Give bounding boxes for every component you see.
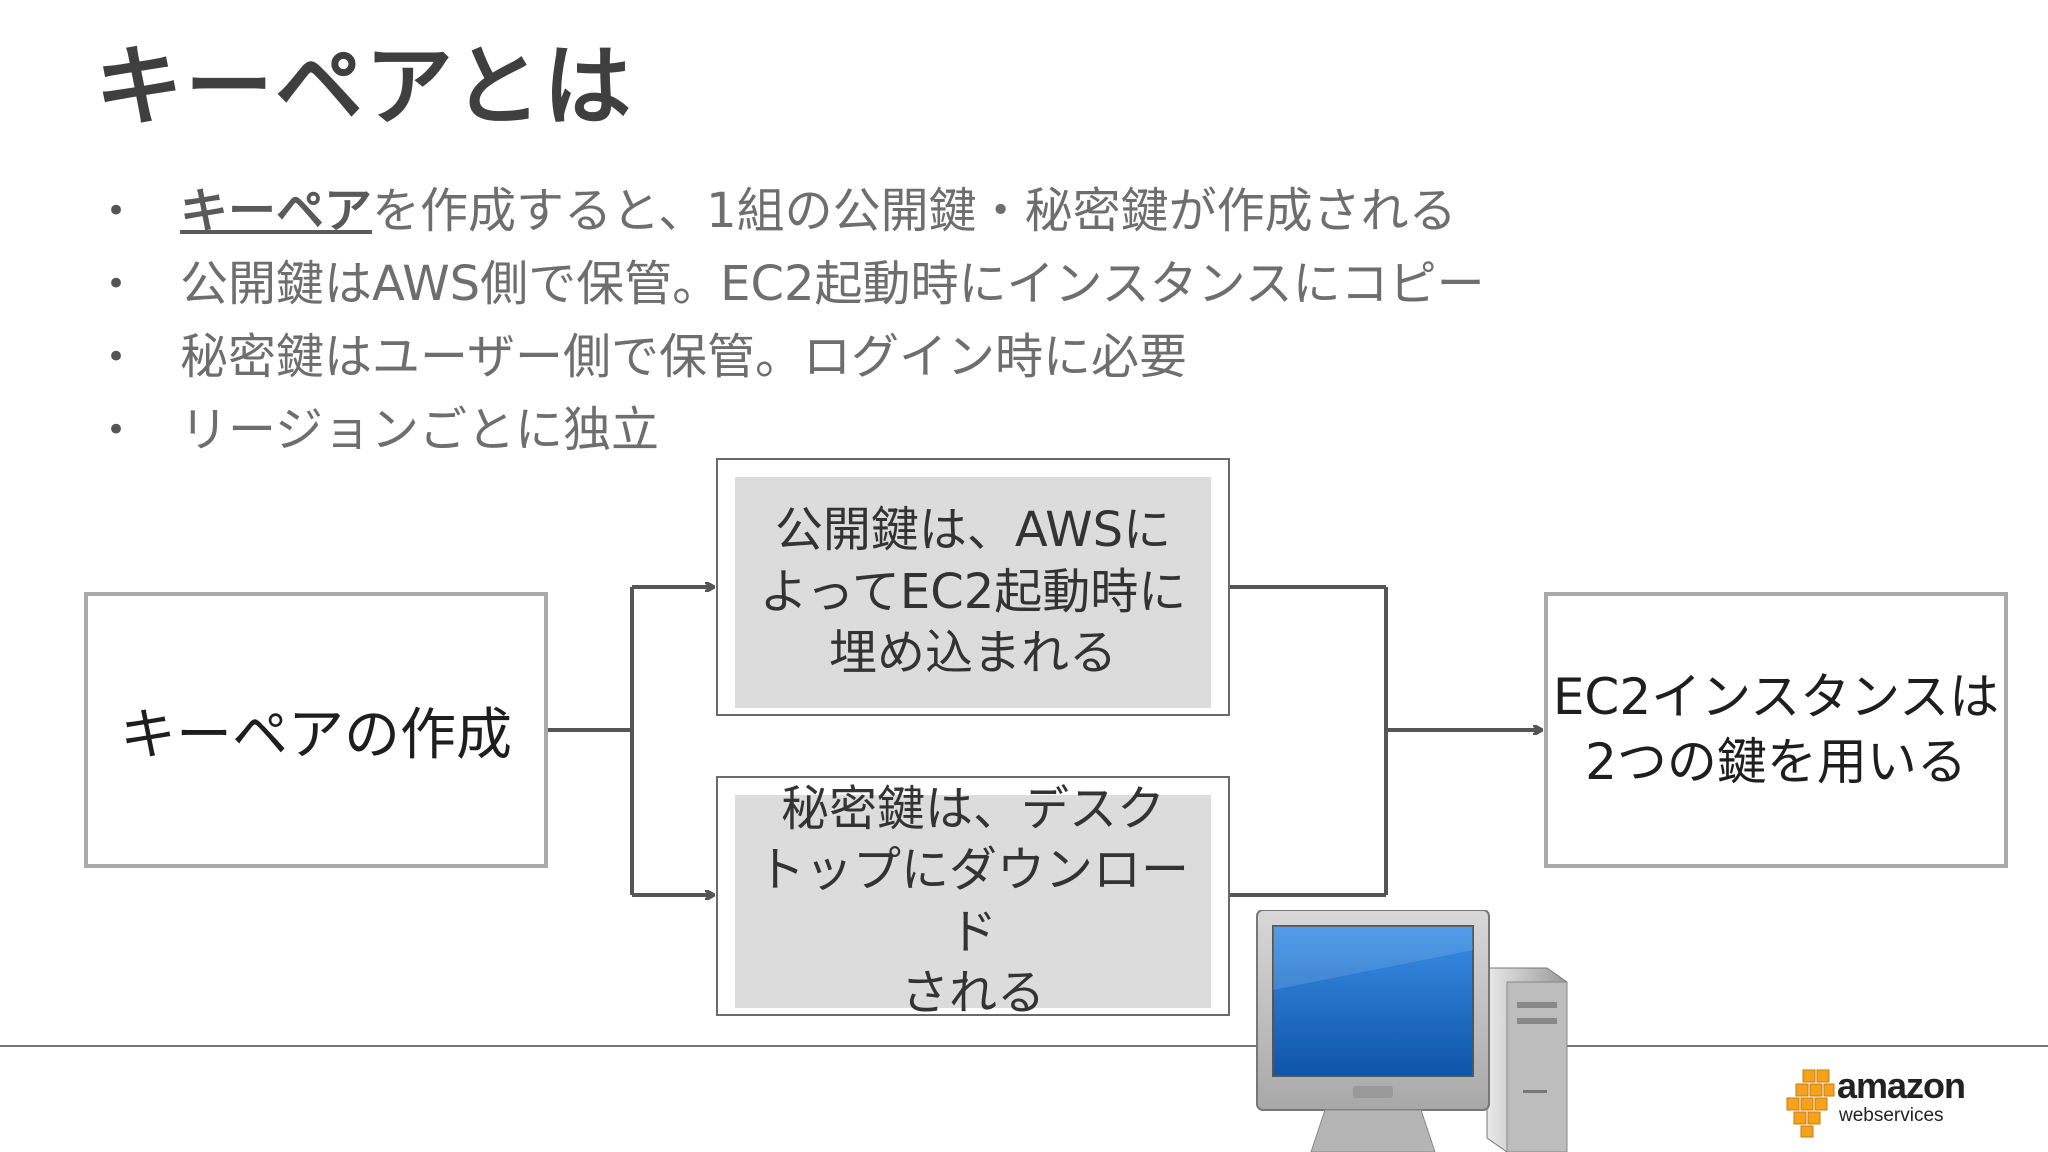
aws-logo: amazon webservices [1785,1068,2025,1138]
create-keypair-label: キーペアの作成 [120,702,512,768]
footer-divider [0,1045,2048,1047]
private-key-box-inner: 秘密鍵は、デスク トップにダウンロード される [735,781,1211,1021]
result-line: 2つの鍵を用いる [1585,733,1967,791]
bullet-text: 公開鍵はAWS側で保管。EC2起動時にインスタンスにコピー [180,256,1485,312]
bullet-dot-icon: • [106,264,127,304]
private-key-line: 秘密鍵は、デスク [780,780,1165,837]
bullet-item: • キーペアを作成すると、1組の公開鍵・秘密鍵が作成される [100,175,1485,248]
computer-icon [1256,910,1568,1152]
private-key-line: される [900,964,1045,1021]
public-key-line: よってEC2起動時に [759,563,1187,620]
aws-logo-amazon: amazon [1837,1065,1966,1106]
bullet-item: • 公開鍵はAWS側で保管。EC2起動時にインスタンスにコピー [100,248,1485,321]
bullet-dot-icon: • [106,410,127,450]
ec2-result-box: EC2インスタンスは 2つの鍵を用いる [1544,592,2008,868]
bullet-item: • 秘密鍵はユーザー側で保管。ログイン時に必要 [100,321,1485,394]
create-keypair-box: キーペアの作成 [84,592,548,868]
keyword-keypair: キーペア [180,183,373,239]
result-line: EC2インスタンスは [1552,668,2000,726]
bullet-text: を作成すると、1組の公開鍵・秘密鍵が作成される [372,183,1457,239]
slide-title: キーペアとは [95,35,634,138]
bullet-dot-icon: • [106,191,127,231]
bullet-text: リージョンごとに独立 [180,402,660,458]
private-key-box: 秘密鍵は、デスク トップにダウンロード される [716,776,1230,1021]
aws-logo-webservices: webservices [1839,1105,1944,1126]
bullet-list: • キーペアを作成すると、1組の公開鍵・秘密鍵が作成される • 公開鍵はAWS側で保… [100,175,1485,467]
public-key-line: 公開鍵は、AWSに [774,502,1172,559]
public-key-box: 公開鍵は、AWSに よってEC2起動時に 埋め込まれる [716,458,1230,716]
private-key-line: トップにダウンロード [756,842,1189,960]
aws-cubes-icon [1786,1069,1835,1138]
public-key-box-inner: 公開鍵は、AWSに よってEC2起動時に 埋め込まれる [735,477,1211,708]
bullet-text: 秘密鍵はユーザー側で保管。ログイン時に必要 [180,329,1188,385]
public-key-line: 埋め込まれる [828,625,1117,682]
bullet-item: • リージョンごとに独立 [100,394,1485,467]
bullet-dot-icon: • [106,337,127,377]
